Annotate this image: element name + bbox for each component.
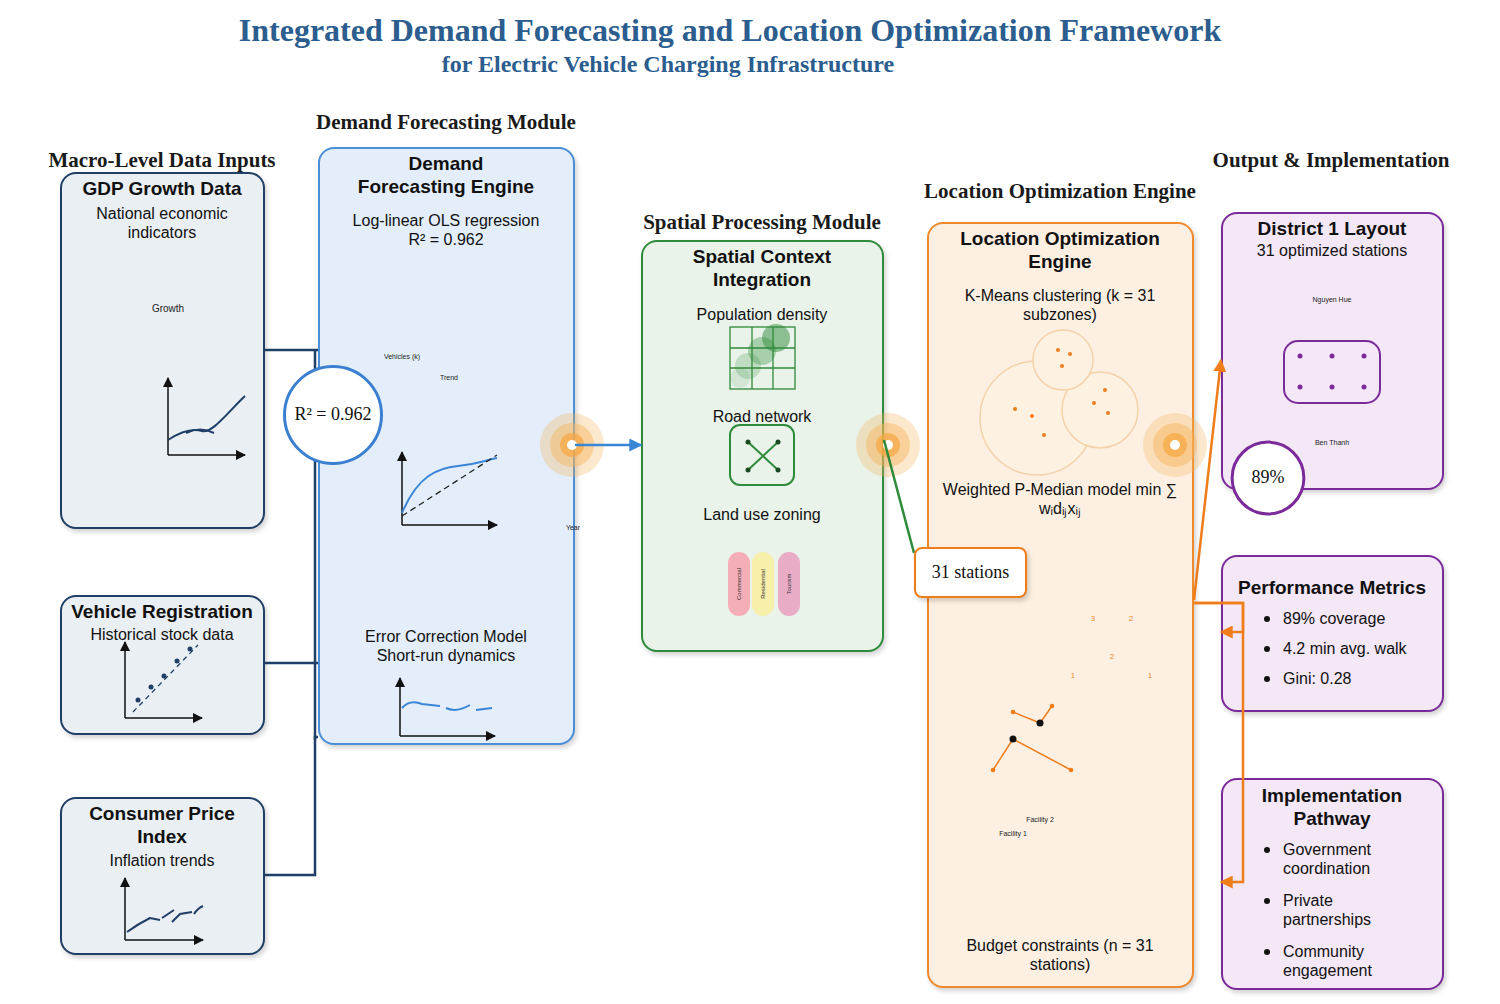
node-heading: Performance Metrics: [1227, 577, 1437, 600]
node-text: Government coordination: [1283, 840, 1413, 878]
density-grid: [730, 324, 795, 389]
figure-label: Facility 2: [1026, 816, 1054, 823]
node-text: Weighted P-Median model min ∑ wᵢdᵢⱼxᵢⱼ: [943, 480, 1178, 518]
section-heading: Demand Forecasting Module: [316, 110, 576, 135]
input-box: GDP Growth DataNational economic indicat…: [60, 172, 265, 529]
node-text: Population density: [652, 305, 872, 324]
road-icon: [730, 425, 794, 485]
node-text: 31 stations: [917, 562, 1025, 584]
node-text: Road network: [652, 407, 872, 426]
figure-label: 2: [1129, 614, 1133, 623]
district-map: [1284, 341, 1380, 403]
diagram-title: Integrated Demand Forecasting and Locati…: [239, 12, 1221, 49]
bullet-dot: [1264, 847, 1270, 853]
node-heading: Demand Forecasting Engine: [356, 153, 536, 199]
connector: [265, 737, 318, 875]
connector: [884, 440, 914, 553]
node-heading: District 1 Layout: [1227, 218, 1437, 241]
connector: [1194, 360, 1221, 600]
node-heading: Spatial Context Integration: [662, 246, 862, 292]
node-text: 4.2 min avg. walk: [1283, 639, 1433, 658]
figure-label: Growth: [152, 303, 184, 314]
node-text: Private partnerships: [1283, 891, 1413, 929]
node-text: Log-linear OLS regression R² = 0.962: [344, 211, 549, 249]
section-heading: for Electric Vehicle Charging Infrastruc…: [442, 51, 894, 78]
connector: [575, 444, 641, 447]
bullet-dot: [1264, 676, 1270, 682]
figure-label: Year: [566, 524, 580, 531]
cluster-circles: [980, 330, 1138, 475]
connector: [265, 662, 318, 665]
figure-label: Trend: [440, 374, 458, 381]
bullet-dot: [1264, 898, 1270, 904]
node-text: Community engagement: [1283, 942, 1413, 980]
connector: [265, 349, 318, 352]
node-heading: Implementation Pathway: [1247, 785, 1417, 831]
section-heading: Spatial Processing Module: [643, 210, 881, 235]
count-box: 31 stations: [914, 547, 1027, 598]
figure-label: Vehicles (k): [384, 353, 420, 360]
bullet-dot: [1264, 646, 1270, 652]
zoning-petals: [728, 552, 800, 616]
node-text: 89%: [1233, 467, 1303, 489]
section-heading: Location Optimization Engine: [924, 179, 1196, 204]
input-box: Vehicle RegistrationHistorical stock dat…: [60, 595, 265, 735]
glow-dots: [540, 413, 1207, 477]
mini-charts: [127, 396, 245, 932]
bullet-dot: [1264, 616, 1270, 622]
metric-circle: 89%: [1231, 441, 1305, 515]
bus-line: [314, 350, 317, 740]
connector: [1194, 603, 1243, 632]
forecast-chart: [402, 455, 497, 710]
figure-label: Ben Thanh: [1315, 439, 1349, 446]
figure-label: Commercial: [736, 568, 742, 600]
node-text: K-Means clustering (k = 31 subzones): [960, 286, 1160, 324]
scatter-dots: [136, 647, 193, 703]
metric-circle: R² = 0.962: [283, 365, 383, 465]
node-heading: Consumer Price Index: [82, 803, 242, 849]
output-box: Implementation PathwayGovernment coordin…: [1221, 778, 1444, 990]
node-text: National economic indicators: [87, 204, 237, 242]
node-text: Gini: 0.28: [1283, 669, 1433, 688]
node-text: R² = 0.962: [285, 404, 381, 426]
output-box: Performance Metrics 89% coverage 4.2 min a…: [1221, 555, 1444, 712]
figure-label: 2: [1110, 652, 1114, 661]
figure-label: Facility 1: [999, 830, 1027, 837]
node-heading: Vehicle Registration: [65, 601, 260, 624]
node-heading: Location Optimization Engine: [960, 228, 1160, 274]
facility-network: [991, 704, 1074, 773]
circle-shape: [285, 367, 382, 464]
section-heading: Output & Implementation: [1213, 148, 1450, 173]
bullet-dot: [1264, 949, 1270, 955]
node-text: Inflation trends: [67, 851, 257, 870]
figure-label: Residential: [760, 569, 766, 599]
node-text: 31 optimized stations: [1227, 241, 1437, 260]
node-text: Budget constraints (n = 31 stations): [950, 936, 1170, 974]
connector: [1194, 603, 1243, 882]
node-text: Historical stock data: [65, 625, 260, 644]
node-heading: GDP Growth Data: [67, 178, 257, 201]
axes: [125, 378, 497, 940]
figure-label: Tourism: [786, 573, 792, 594]
figure-label: 1: [1071, 671, 1075, 680]
circle-shape: [1232, 442, 1304, 514]
node-text: 89% coverage: [1283, 609, 1433, 628]
process-box: Location Optimization EngineK-Means clus…: [927, 222, 1194, 988]
figure-label: 3: [1091, 614, 1095, 623]
figure-label: Nguyen Hue: [1313, 296, 1352, 303]
figure-label: 1: [1148, 671, 1152, 680]
section-heading: Macro-Level Data Inputs: [48, 148, 275, 173]
node-text: Land use zoning: [652, 505, 872, 524]
node-text: Error Correction Model Short-run dynamic…: [346, 627, 546, 665]
input-box: Consumer Price IndexInflation trends: [60, 797, 265, 955]
